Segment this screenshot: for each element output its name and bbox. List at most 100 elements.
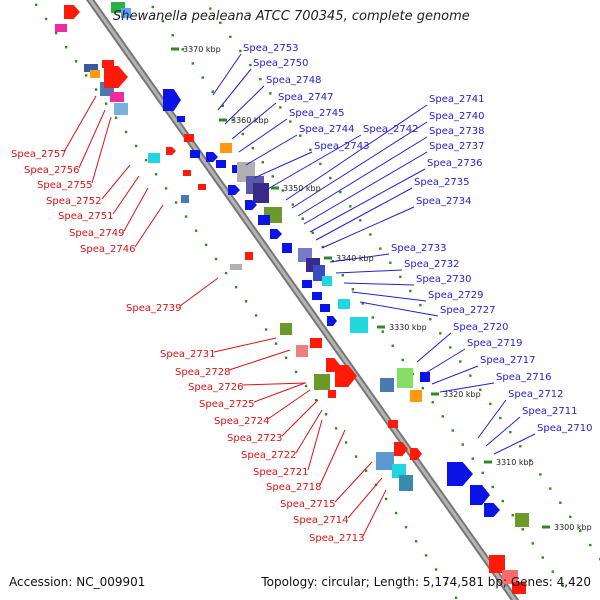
- label-leaders: [63, 53, 536, 537]
- tick-dot: [431, 401, 434, 404]
- gene-label-spea_2728: Spea_2728: [175, 367, 230, 378]
- tick-dot: [441, 415, 444, 418]
- tick-dot: [181, 48, 184, 51]
- gene-label-spea_2710: Spea_2710: [537, 423, 592, 434]
- gene-features: [55, 2, 529, 594]
- tick-dot: [409, 289, 412, 293]
- leader-line: [291, 121, 428, 209]
- leader-line: [285, 104, 428, 201]
- tick-dot: [519, 445, 522, 448]
- gene-label-spea_2730: Spea_2730: [416, 274, 471, 285]
- gene-block: [111, 2, 125, 13]
- tick-dot: [304, 384, 308, 388]
- leader-line: [343, 282, 415, 286]
- tick-dot: [299, 134, 302, 137]
- gene-label-spea_2737: Spea_2737: [429, 141, 484, 152]
- gene-arrow: [64, 5, 80, 19]
- tick-dot: [279, 106, 282, 109]
- leader-line: [231, 102, 277, 140]
- gene-label-spea_2711: Spea_2711: [522, 406, 577, 417]
- gene-block: [181, 195, 189, 203]
- gene-label-spea_2741: Spea_2741: [429, 94, 484, 105]
- gene-label-spea_2749: Spea_2749: [69, 228, 124, 239]
- gene-label-spea_2722: Spea_2722: [241, 450, 296, 461]
- gene-label-spea_2723: Spea_2723: [227, 433, 282, 444]
- tick-dot: [381, 330, 384, 333]
- tick-dot: [414, 540, 418, 543]
- tick-dot: [451, 429, 454, 432]
- gene-block: [312, 292, 322, 300]
- tick-dot: [359, 219, 362, 222]
- gene-block: [302, 280, 312, 288]
- gene-arrow: [228, 185, 240, 195]
- tick-dot: [389, 261, 392, 264]
- gene-block: [216, 160, 226, 168]
- gene-arrow: [104, 66, 128, 88]
- gene-block: [350, 317, 368, 333]
- leader-line: [241, 382, 307, 386]
- gene-label-spea_2750: Spea_2750: [253, 58, 308, 69]
- leader-line: [334, 461, 373, 503]
- tick-dot: [491, 485, 494, 489]
- gene-label-spea_2713: Spea_2713: [309, 533, 364, 544]
- tick-label: 3370 kbp: [183, 45, 221, 54]
- gene-label-spea_2744: Spea_2744: [299, 124, 354, 135]
- tick-dot: [349, 205, 352, 208]
- tick-dot: [319, 162, 322, 166]
- gene-label-spea_2757: Spea_2757: [11, 149, 66, 160]
- leader-line: [78, 109, 106, 169]
- gene-label-spea_2733: Spea_2733: [391, 243, 446, 254]
- gene-block: [184, 134, 194, 142]
- leader-line: [477, 399, 507, 439]
- tick-dot: [369, 233, 372, 236]
- tick-dot: [214, 257, 218, 261]
- gene-label-spea_2729: Spea_2729: [428, 290, 483, 301]
- leader-line: [321, 206, 415, 249]
- leader-line: [493, 433, 536, 455]
- tick-dot: [124, 130, 128, 134]
- tick-dot: [579, 529, 582, 533]
- tick-dot: [549, 487, 552, 490]
- tick-dot: [444, 582, 448, 585]
- tick-dot: [404, 525, 408, 529]
- tick-dot: [419, 303, 422, 307]
- tick-dot: [429, 317, 432, 321]
- gene-arrow: [394, 442, 408, 456]
- leader-line: [267, 389, 311, 420]
- tick-label: 3300 kbp: [554, 523, 592, 532]
- gene-block: [121, 8, 131, 18]
- leader-line: [335, 269, 403, 274]
- tick-dot: [34, 3, 38, 7]
- gene-block: [110, 92, 124, 102]
- gene-label-spea_2752: Spea_2752: [46, 196, 101, 207]
- tick-dot: [314, 398, 318, 402]
- leader-line: [439, 382, 495, 393]
- tick-dot: [44, 17, 48, 21]
- tick-dot: [401, 358, 404, 362]
- tick-dot: [244, 300, 248, 303]
- tick-dot: [361, 302, 364, 305]
- gene-block: [280, 323, 292, 335]
- tick-dot: [54, 31, 58, 35]
- leader-line: [295, 409, 323, 454]
- tick-dot: [479, 388, 482, 391]
- tick-dot: [311, 231, 314, 235]
- tick-label: 3330 kbp: [389, 323, 427, 332]
- tick-dot: [224, 271, 228, 275]
- leader-line: [431, 365, 479, 385]
- gene-label-spea_2742: Spea_2742: [363, 124, 418, 135]
- leader-line: [362, 489, 387, 537]
- tick-label: 3340 kbp: [336, 254, 374, 263]
- tick-dot: [204, 243, 208, 247]
- leader-line: [485, 416, 521, 447]
- leader-line: [112, 175, 140, 215]
- tick-dot: [84, 74, 88, 77]
- leader-line: [213, 337, 277, 353]
- gene-arrow: [447, 462, 473, 486]
- gene-block: [310, 338, 322, 348]
- tick-dot: [221, 104, 224, 107]
- gene-label-spea_2743: Spea_2743: [314, 141, 369, 152]
- leader-line: [101, 164, 131, 200]
- leader-line: [423, 348, 466, 375]
